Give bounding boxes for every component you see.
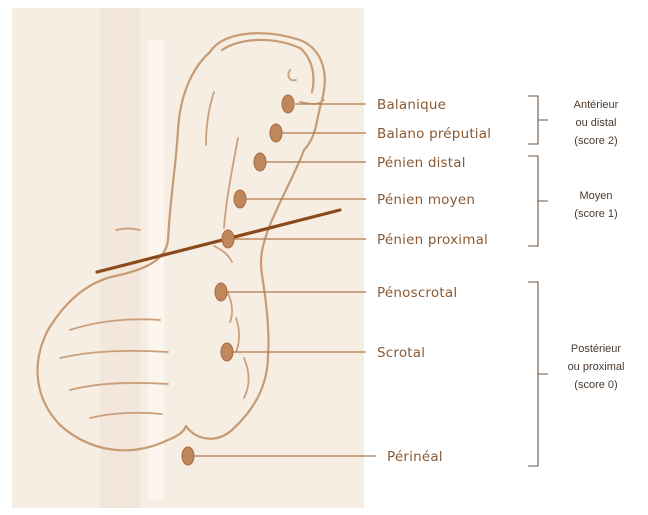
location-label: Pénien moyen (377, 192, 475, 208)
location-label: Pénoscrotal (377, 285, 457, 301)
location-label: Scrotal (377, 345, 425, 361)
location-dot (234, 190, 246, 208)
location-label: Pénien distal (377, 155, 466, 171)
group-brackets: Antérieur ou distal (score 2) Moyen (sco… (528, 96, 624, 466)
group-label-line: (score 2) (574, 135, 617, 147)
location-label: Balano préputial (377, 126, 491, 142)
group-label-line: Postérieur (571, 343, 621, 355)
group-bracket (528, 156, 548, 246)
group-bracket (528, 96, 548, 144)
group-label-line: ou distal (576, 117, 617, 129)
location-dot (282, 95, 294, 113)
location-dot (221, 343, 233, 361)
location-label: Périnéal (387, 449, 443, 465)
group-bracket (528, 282, 548, 466)
group-anterior: Antérieur ou distal (score 2) (528, 96, 619, 147)
location-label: Balanique (377, 97, 446, 113)
illustration-shade-strip (100, 8, 140, 508)
location-dot (270, 124, 282, 142)
group-label-line: (score 1) (574, 208, 617, 220)
location-dot (222, 230, 234, 248)
location-dot (182, 447, 194, 465)
group-posterior: Postérieur ou proximal (score 0) (528, 282, 624, 466)
location-label: Pénien proximal (377, 232, 488, 248)
group-label-line: (score 0) (574, 379, 617, 391)
illustration-highlight-strip (148, 40, 164, 500)
location-dot (254, 153, 266, 171)
location-dot (215, 283, 227, 301)
group-label-line: ou proximal (568, 361, 625, 373)
group-label-line: Antérieur (574, 99, 619, 111)
group-middle: Moyen (score 1) (528, 156, 618, 246)
group-label-line: Moyen (579, 190, 612, 202)
